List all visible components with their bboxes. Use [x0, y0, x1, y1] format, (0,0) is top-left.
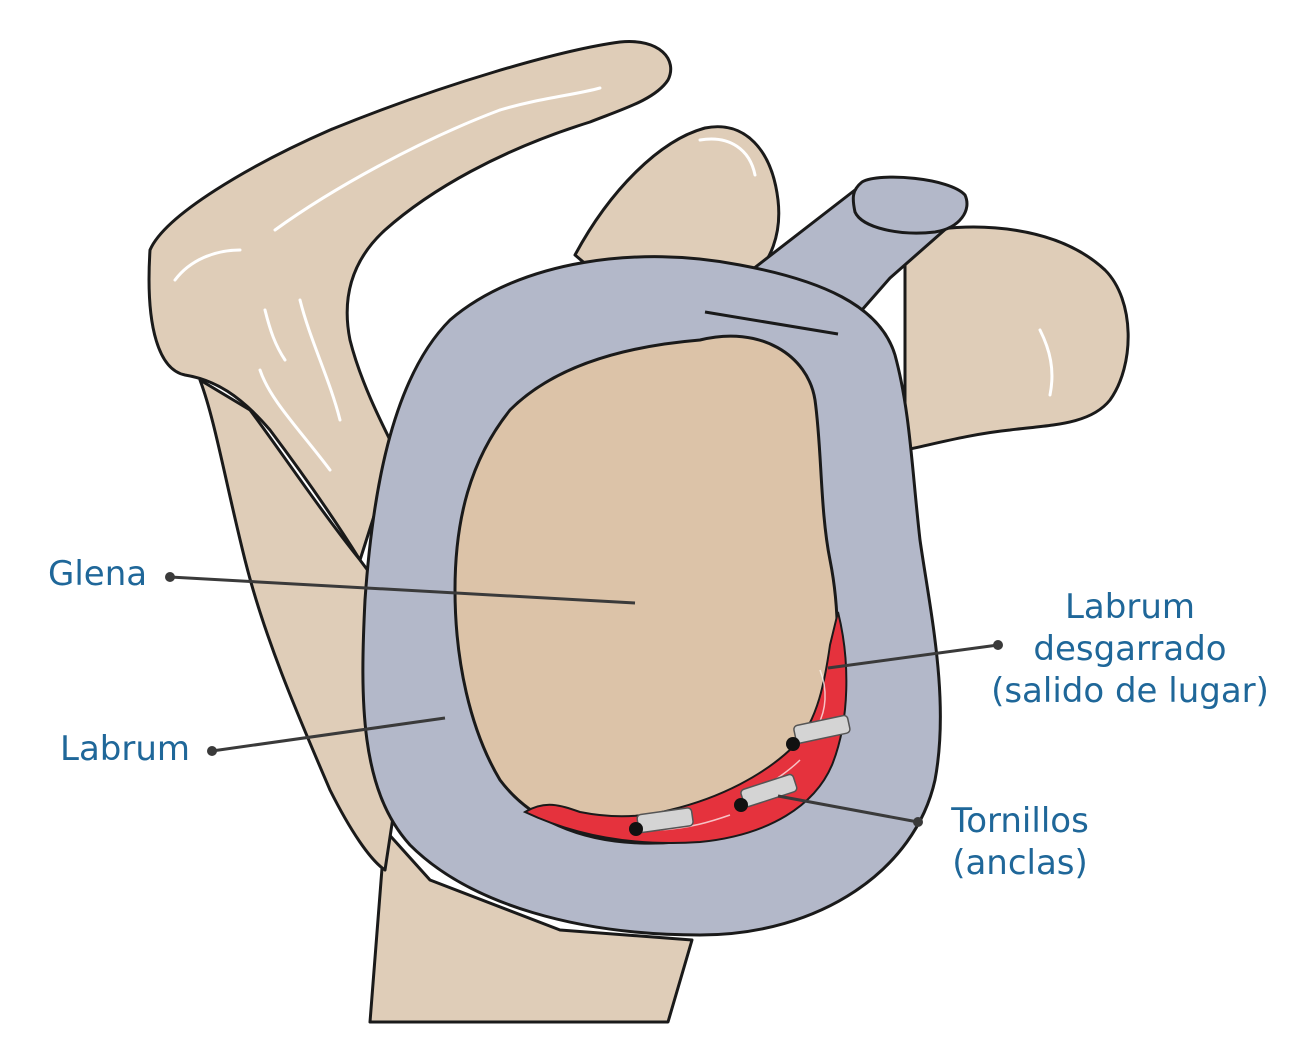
screw-anchor-2 [734, 773, 798, 812]
leader-screws [777, 794, 919, 824]
bone-highlights [173, 86, 1054, 472]
label-torn-labrum-line3: (salido de lugar) [991, 671, 1269, 711]
label-screws-line1: Tornillos [951, 801, 1089, 841]
glenoid-surface [453, 334, 839, 845]
label-screws: Tornillos (anclas) [925, 800, 1115, 884]
coracoid-process [147, 40, 673, 562]
leader-torn-labrum [827, 643, 999, 670]
screw-anchor-1 [786, 714, 851, 751]
label-glena: Glena [48, 553, 147, 595]
leader-lines [169, 575, 999, 824]
label-screws-line2: (anclas) [952, 843, 1088, 883]
label-torn-labrum-line2: desgarrado [1033, 629, 1227, 669]
screw-anchor-3 [629, 807, 694, 836]
label-torn-labrum-line1: Labrum [1064, 587, 1195, 627]
biceps-tendon-cap [851, 175, 969, 235]
leader-labrum [211, 716, 446, 753]
label-torn-labrum: Labrum desgarrado (salido de lugar) [980, 586, 1280, 712]
biceps-tendon-edge [704, 310, 839, 336]
scapula-body [368, 828, 694, 1024]
leader-dots [165, 572, 1003, 827]
leader-glena [169, 575, 636, 605]
acromion-process [903, 225, 1130, 452]
label-glena-text: Glena [48, 554, 148, 594]
label-labrum: Labrum [60, 728, 190, 770]
label-labrum-text: Labrum [60, 729, 191, 769]
scapula-lateral-border [198, 378, 422, 872]
